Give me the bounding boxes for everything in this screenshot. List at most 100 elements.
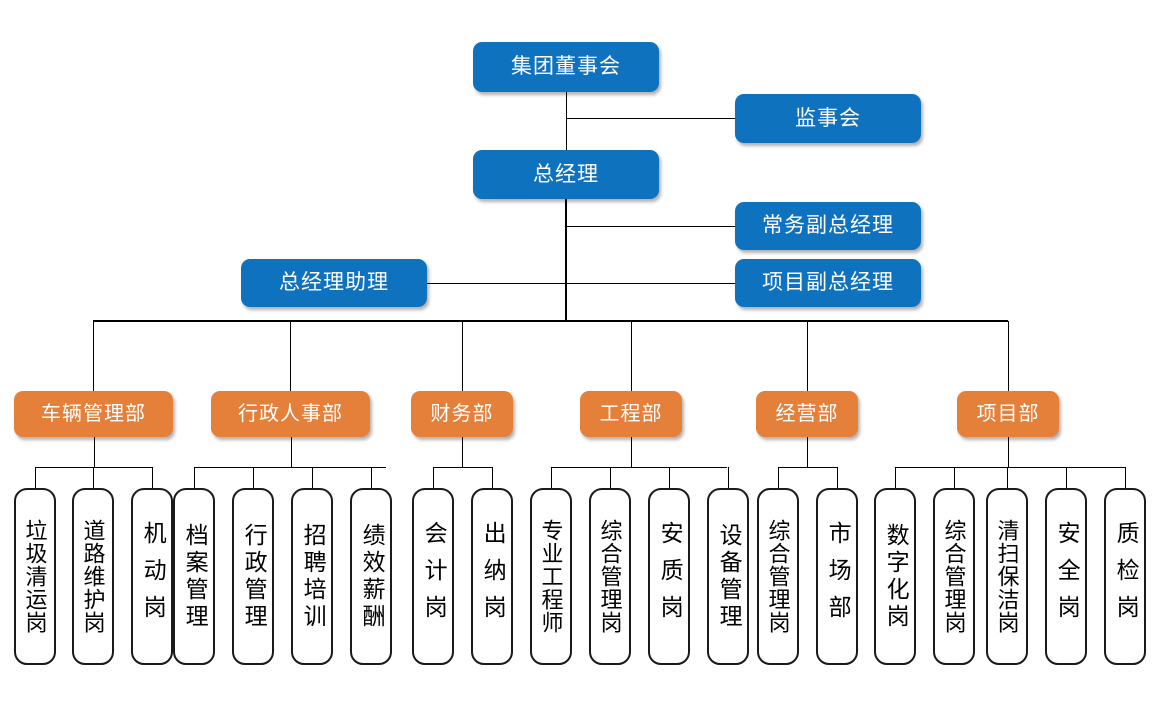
- position-box[interactable]: 行政管理: [232, 488, 274, 665]
- connector-leaf-drop: [194, 467, 195, 488]
- connector-bus-to-dept-1: [93, 321, 94, 391]
- node-supervisory-board[interactable]: 监事会: [735, 94, 921, 143]
- position-box[interactable]: 绩效薪酬: [350, 488, 392, 665]
- position-label: 会计岗: [421, 521, 447, 632]
- node-project-vice-president[interactable]: 项目副总经理: [735, 259, 921, 307]
- node-label: 总经理助理: [279, 271, 389, 295]
- department-label: 财务部: [430, 403, 494, 425]
- position-box[interactable]: 设备管理: [707, 488, 749, 665]
- node-board-of-directors[interactable]: 集团董事会: [473, 42, 659, 92]
- position-box[interactable]: 会计岗: [412, 488, 454, 665]
- position-label: 设备管理: [716, 522, 742, 631]
- position-box[interactable]: 综合管理岗: [757, 488, 799, 665]
- position-box[interactable]: 综合管理岗: [933, 488, 975, 665]
- department-label: 经营部: [775, 403, 839, 425]
- position-box[interactable]: 综合管理岗: [589, 488, 631, 665]
- node-label: 总经理: [533, 162, 599, 186]
- connector-leaf-drop: [837, 467, 838, 488]
- position-box[interactable]: 专业工程师: [530, 488, 572, 665]
- department-label: 项目部: [976, 403, 1040, 425]
- connector-leaf-drop: [1066, 467, 1067, 488]
- connector-leaf-drop: [152, 467, 153, 488]
- department-box[interactable]: 财务部: [411, 391, 513, 437]
- position-label: 综合管理岗: [941, 519, 967, 634]
- connector-leaf-drop: [93, 467, 94, 488]
- connector-board-to-gm: [566, 92, 567, 150]
- connector-bus-to-dept-2: [290, 321, 291, 391]
- connector-bus-to-dept-6: [1008, 321, 1009, 391]
- connector-leaf-drop: [433, 467, 434, 488]
- connector-leaf-drop: [35, 467, 36, 488]
- position-label: 绩效薪酬: [359, 522, 385, 631]
- connector-gm-spine: [565, 199, 567, 322]
- department-box[interactable]: 车辆管理部: [14, 391, 173, 437]
- position-box[interactable]: 垃圾清运岗: [14, 488, 56, 665]
- connector-gm-to-executive-vp: [566, 226, 735, 227]
- position-box[interactable]: 清扫保洁岗: [986, 488, 1028, 665]
- connector-dept-stem: [94, 437, 95, 467]
- connector-leaf-drop: [954, 467, 955, 488]
- position-box[interactable]: 出纳岗: [471, 488, 513, 665]
- connector-board-to-supervisor: [566, 118, 735, 119]
- position-box[interactable]: 招聘培训: [291, 488, 333, 665]
- connector-bus-to-dept-3: [462, 321, 463, 391]
- position-box[interactable]: 道路维护岗: [72, 488, 114, 665]
- department-label: 行政人事部: [238, 403, 343, 425]
- department-label: 工程部: [599, 403, 663, 425]
- department-box[interactable]: 工程部: [580, 391, 682, 437]
- connector-leaf-drop: [371, 467, 372, 488]
- position-box[interactable]: 市场部: [816, 488, 858, 665]
- position-box[interactable]: 安质岗: [648, 488, 690, 665]
- position-label: 专业工程师: [538, 519, 564, 634]
- department-box[interactable]: 项目部: [957, 391, 1059, 437]
- department-label: 车辆管理部: [41, 403, 146, 425]
- position-label: 安全岗: [1054, 521, 1080, 632]
- connector-leaf-drop: [1125, 467, 1126, 488]
- department-box[interactable]: 经营部: [756, 391, 858, 437]
- connector-gm-to-project-vp: [427, 283, 735, 284]
- position-label: 市场部: [825, 521, 851, 632]
- department-box[interactable]: 行政人事部: [211, 391, 370, 437]
- connector-dept-stem: [291, 437, 292, 467]
- node-general-manager-assistant[interactable]: 总经理助理: [241, 259, 427, 307]
- node-label: 集团董事会: [511, 55, 621, 79]
- connector-leaf-drop: [610, 467, 611, 488]
- connector-leaf-drop: [728, 467, 729, 488]
- position-label: 招聘培训: [300, 522, 326, 631]
- position-box[interactable]: 数字化岗: [874, 488, 916, 665]
- connector-leaf-drop: [551, 467, 552, 488]
- position-label: 档案管理: [182, 522, 208, 631]
- position-label: 机动岗: [140, 521, 166, 632]
- position-box[interactable]: 档案管理: [173, 488, 215, 665]
- position-box[interactable]: 安全岗: [1045, 488, 1087, 665]
- position-label: 行政管理: [241, 522, 267, 631]
- connector-leaf-drop: [492, 467, 493, 488]
- node-general-manager[interactable]: 总经理: [473, 150, 659, 199]
- node-label: 监事会: [795, 106, 861, 130]
- connector-dept-stem: [807, 437, 808, 467]
- connector-leaf-bus: [895, 467, 1125, 468]
- position-label: 清扫保洁岗: [994, 519, 1020, 634]
- node-label: 常务副总经理: [762, 214, 894, 238]
- connector-leaf-bus: [778, 467, 837, 468]
- connector-leaf-drop: [253, 467, 254, 488]
- node-label: 项目副总经理: [762, 271, 894, 295]
- position-label: 数字化岗: [883, 522, 909, 631]
- connector-bus-to-dept-4: [631, 321, 632, 391]
- connector-leaf-drop: [895, 467, 896, 488]
- connector-dept-stem: [1008, 437, 1009, 467]
- connector-dept-stem: [462, 437, 463, 467]
- connector-leaf-bus: [194, 467, 386, 468]
- position-box[interactable]: 机动岗: [131, 488, 173, 665]
- connector-dept-stem: [631, 437, 632, 467]
- position-label: 质检岗: [1113, 521, 1139, 632]
- connector-bus-to-dept-5: [807, 321, 808, 391]
- position-label: 综合管理岗: [765, 519, 791, 634]
- position-label: 出纳岗: [480, 521, 506, 632]
- position-box[interactable]: 质检岗: [1104, 488, 1146, 665]
- connector-leaf-bus: [433, 467, 492, 468]
- position-label: 垃圾清运岗: [22, 519, 48, 634]
- connector-leaf-drop: [669, 467, 670, 488]
- node-executive-vice-president[interactable]: 常务副总经理: [735, 202, 921, 250]
